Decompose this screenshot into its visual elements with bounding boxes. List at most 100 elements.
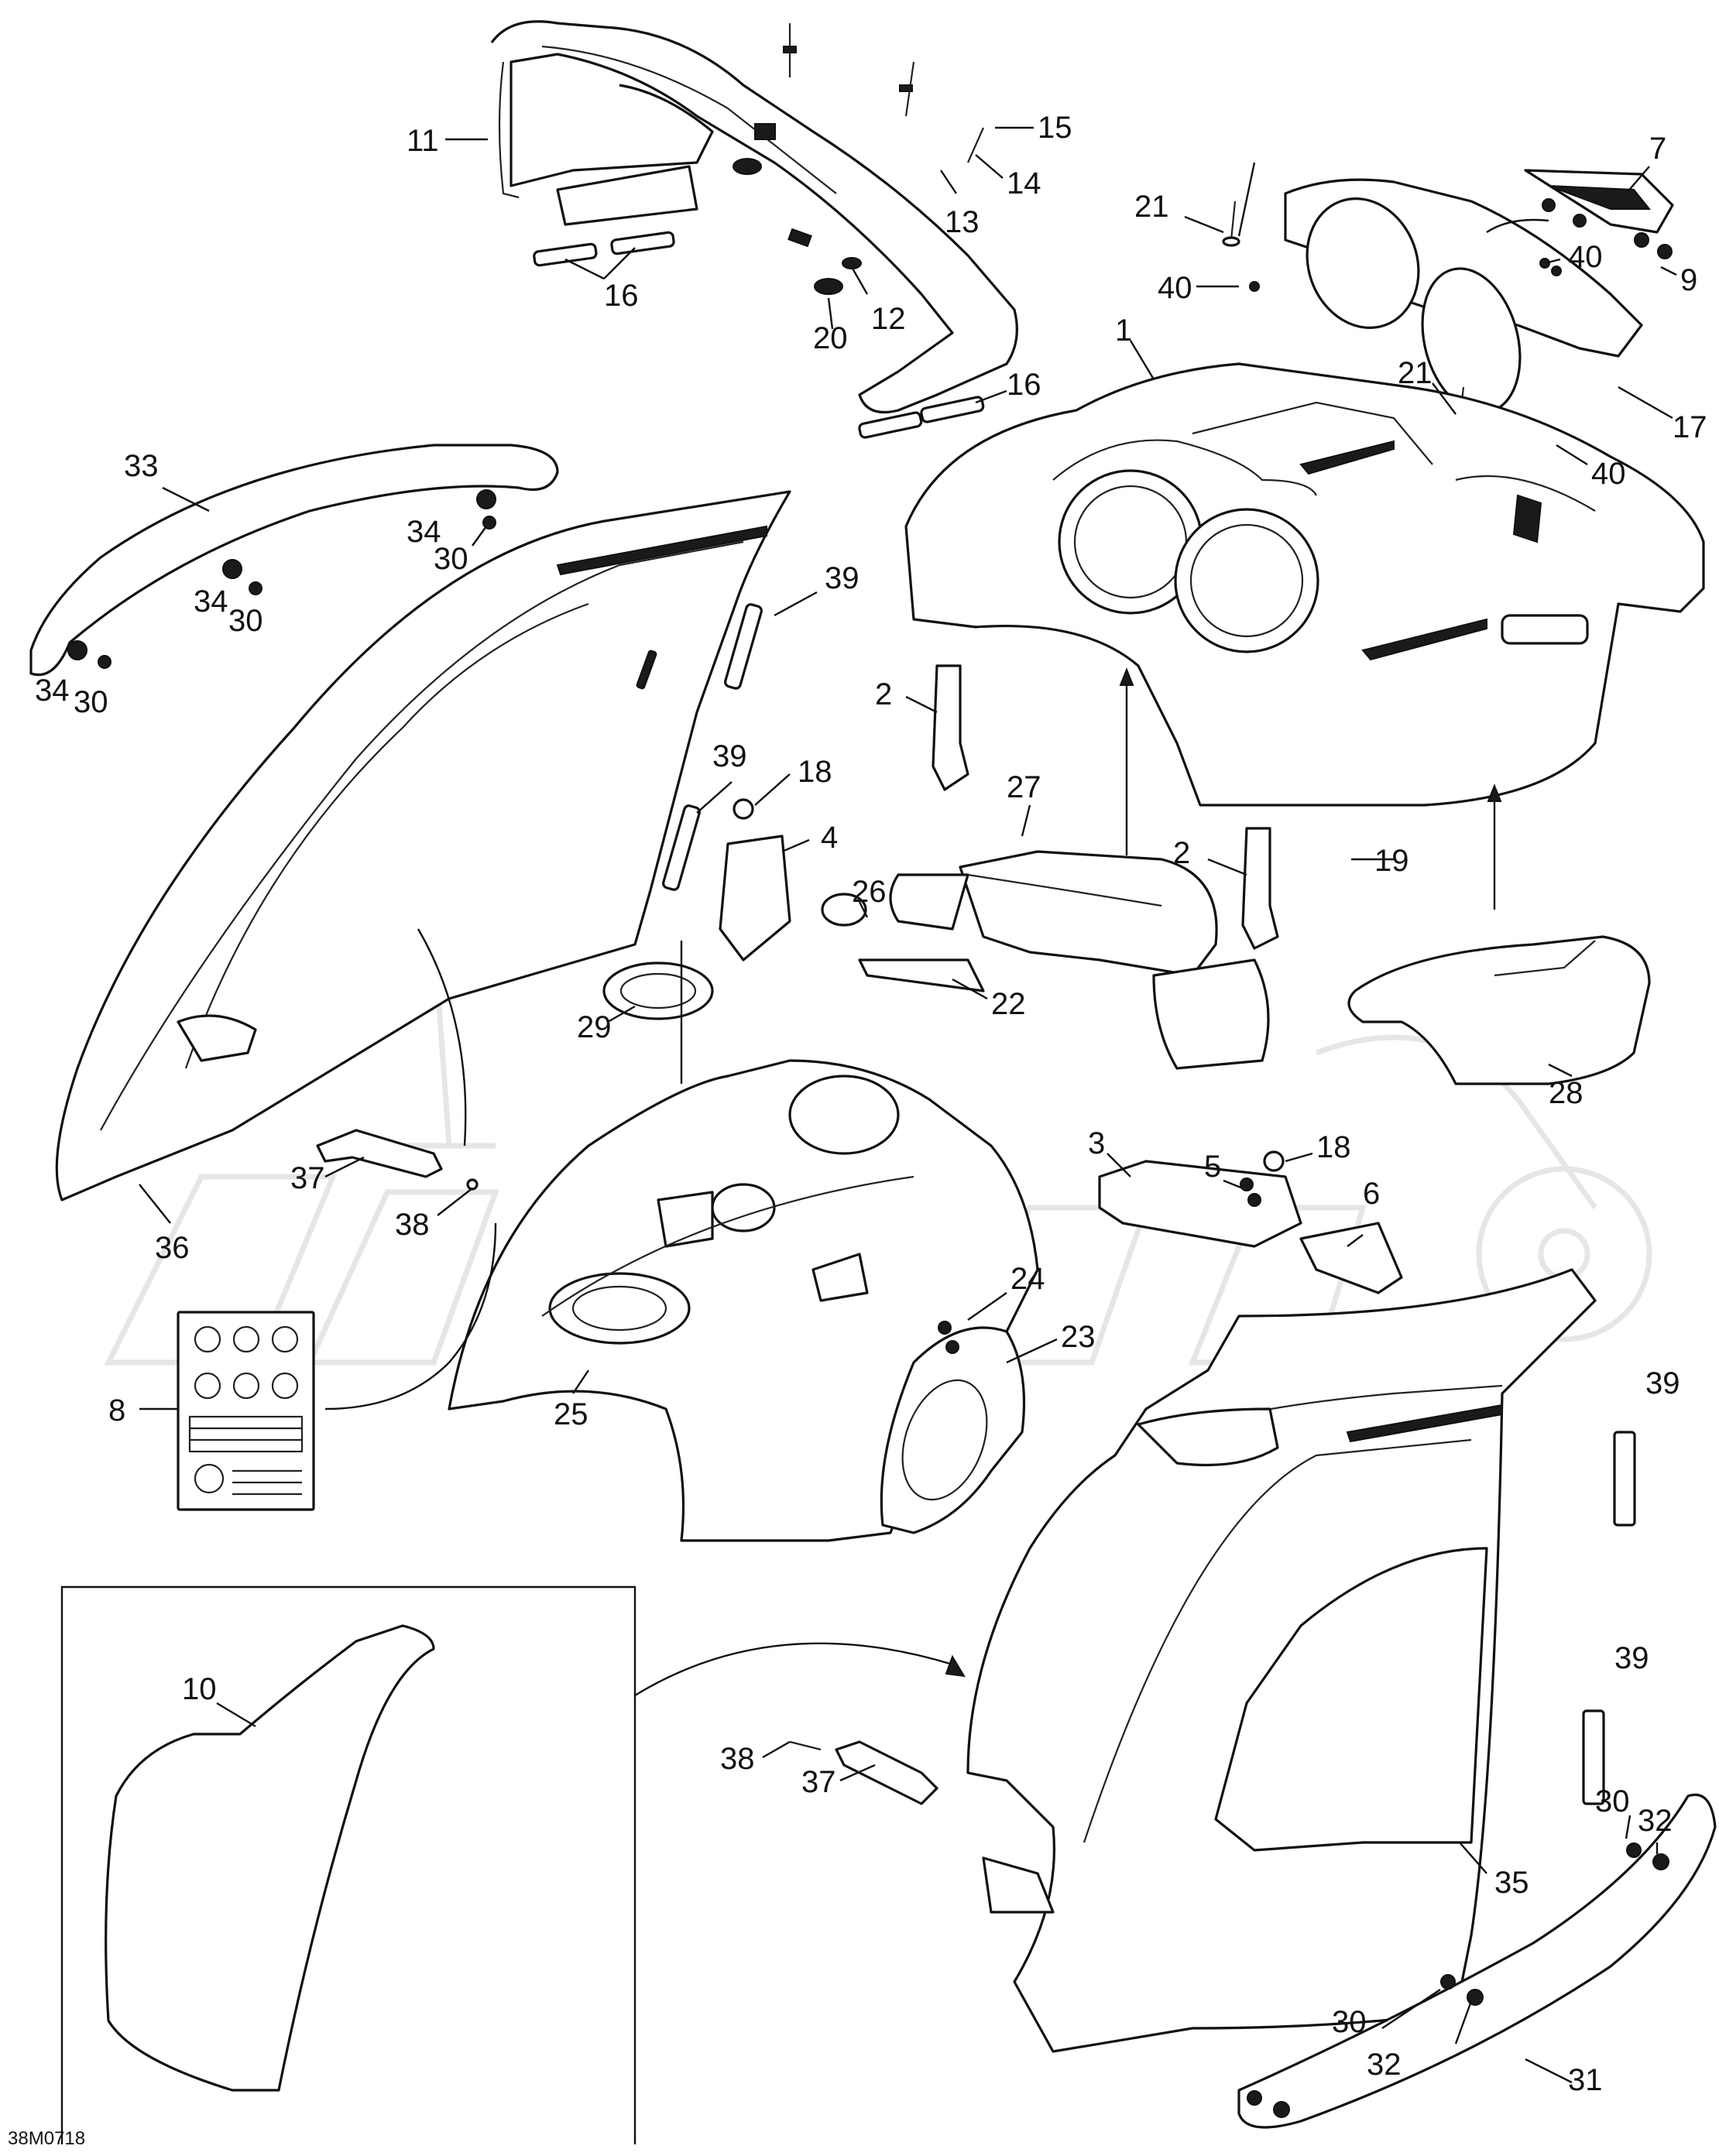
callout-6: 6 — [1347, 1177, 1380, 1247]
callout-number: 23 — [1061, 1320, 1096, 1354]
callout-number: 29 — [577, 1010, 612, 1044]
callout-number: 8 — [108, 1393, 125, 1428]
callout-number: 20 — [813, 321, 848, 355]
callout-5: 5 — [1204, 1150, 1244, 1190]
callout-number: 37 — [290, 1161, 325, 1195]
callout-number: 30 — [74, 685, 108, 719]
callout-13: 13 — [940, 170, 980, 239]
part-bracket-right — [1098, 1150, 1403, 1294]
callout-25: 25 — [554, 1369, 589, 1431]
part-fuel-tank-cover — [448, 1059, 1039, 1542]
callout-number: 3 — [1088, 1126, 1105, 1160]
callout-number: 22 — [991, 987, 1026, 1021]
part-right-side-panel — [966, 1268, 1597, 2053]
callout-number: 16 — [1007, 368, 1041, 402]
callout-number: 9 — [1680, 263, 1697, 297]
callout-32: 32 — [1638, 1804, 1673, 1854]
part-windshield-hardware — [733, 23, 985, 295]
callout-number: 10 — [182, 1672, 217, 1706]
part-latches — [932, 664, 1279, 950]
callout-39: 39 — [696, 739, 747, 814]
callout-19: 19 — [1351, 844, 1409, 878]
part-side-pad — [1347, 935, 1651, 1085]
part-left-trim-rail — [29, 444, 559, 677]
callout-number: 19 — [1374, 844, 1409, 878]
callout-number: 21 — [1134, 190, 1169, 224]
callout-9: 9 — [1660, 263, 1697, 297]
callout-number: 1 — [1115, 314, 1132, 348]
part-inner-duct — [880, 1321, 1026, 1534]
part-upper-console — [904, 362, 1705, 807]
callout-number: 38 — [720, 1742, 755, 1776]
callout-3: 3 — [1088, 1126, 1131, 1177]
callout-18: 18 — [1285, 1130, 1351, 1164]
callout-28: 28 — [1548, 1063, 1583, 1110]
callout-39: 39 — [774, 561, 860, 617]
callout-21: 21 — [1398, 356, 1457, 415]
callout-26: 26 — [852, 875, 887, 918]
callout-number: 34 — [407, 515, 441, 549]
callout-number: 39 — [1645, 1366, 1680, 1400]
callout-number: 39 — [712, 739, 747, 773]
callout-number: 13 — [945, 205, 980, 239]
callout-number: 7 — [1649, 132, 1666, 166]
part-windshield-clips — [533, 231, 985, 439]
callout-16: 16 — [564, 247, 639, 313]
callout-27: 27 — [1007, 770, 1041, 837]
callout-number: 30 — [228, 604, 263, 638]
callout-number: 15 — [1038, 111, 1072, 145]
callout-number: 35 — [1494, 1866, 1529, 1900]
callout-number: 5 — [1204, 1150, 1221, 1184]
callout-number: 32 — [1638, 1804, 1673, 1838]
callout-29: 29 — [577, 1005, 636, 1044]
callout-number: 30 — [1332, 2005, 1367, 2039]
callout-30: 30 — [74, 685, 108, 719]
callout-number: 40 — [1591, 457, 1626, 491]
diagram-code: 38M0718 — [8, 2128, 85, 2149]
callout-30: 30 — [228, 604, 263, 638]
part-latch-handle-left — [316, 1129, 479, 1191]
callout-40: 40 — [1544, 240, 1603, 274]
callout-17: 17 — [1618, 386, 1707, 444]
callout-11: 11 — [407, 124, 488, 158]
callout-10: 10 — [182, 1672, 256, 1728]
callout-39: 39 — [1645, 1366, 1680, 1400]
callout-number: 28 — [1549, 1076, 1583, 1110]
callout-2: 2 — [1173, 836, 1247, 876]
callout-16: 16 — [975, 368, 1041, 404]
callout-23: 23 — [1006, 1320, 1096, 1364]
callout-30: 30 — [1332, 1989, 1441, 2039]
callout-number: 32 — [1367, 2048, 1402, 2082]
callouts: 1 2 2 3 4 5 6 7 — [35, 111, 1707, 2097]
callout-34: 34 — [407, 515, 441, 549]
part-latch-handle-right — [789, 1740, 938, 1805]
callout-30: 30 — [1595, 1784, 1632, 1839]
callout-37: 37 — [290, 1156, 365, 1195]
callout-number: 18 — [1316, 1130, 1351, 1164]
callout-number: 21 — [1398, 356, 1432, 390]
callout-39: 39 — [1614, 1641, 1649, 1675]
callout-number: 16 — [604, 279, 639, 313]
callout-20: 20 — [813, 297, 848, 355]
callout-number: 12 — [871, 302, 906, 336]
callout-1: 1 — [1115, 314, 1155, 380]
callout-number: 40 — [1568, 240, 1603, 274]
callout-33: 33 — [124, 449, 210, 512]
part-bracket-left — [719, 798, 985, 992]
callout-18: 18 — [754, 755, 832, 806]
callout-number: 2 — [1173, 836, 1190, 870]
callout-number: 11 — [407, 124, 439, 158]
callout-number: 33 — [124, 449, 159, 483]
callout-22: 22 — [952, 978, 1026, 1021]
part-right-trim-rail — [1237, 1793, 1717, 2129]
callout-40: 40 — [1158, 271, 1239, 305]
part-windshield-frame — [490, 20, 1018, 414]
callout-12: 12 — [850, 266, 906, 336]
callout-15: 15 — [995, 111, 1072, 145]
callout-34: 34 — [35, 674, 70, 708]
part-fuel-ring — [602, 961, 714, 1020]
callout-number: 30 — [434, 542, 468, 576]
part-safety-decal — [177, 1311, 315, 1511]
callout-number: 39 — [825, 561, 860, 595]
